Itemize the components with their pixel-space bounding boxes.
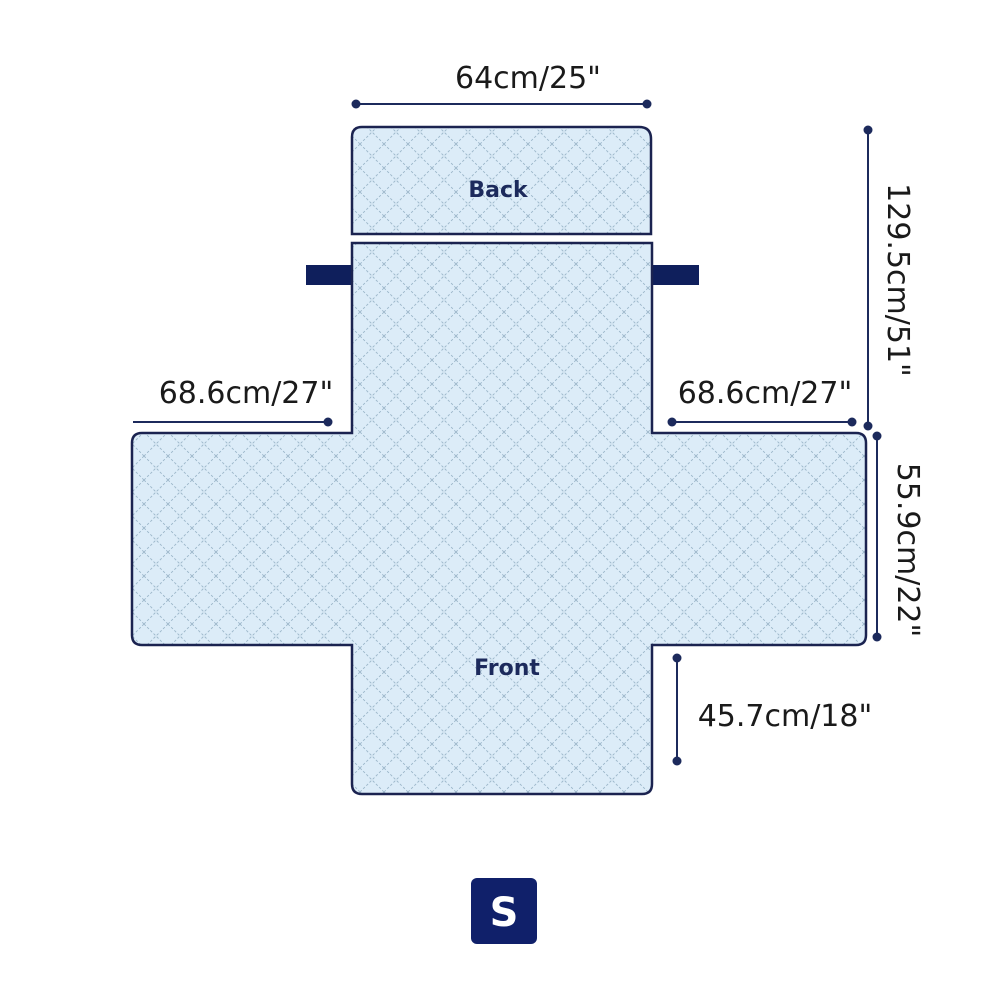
- right-arm-dimension: 68.6cm/27": [667, 376, 857, 427]
- front-drop-dimension: 45.7cm/18": [672, 653, 873, 766]
- total-height-label: 129.5cm/51": [880, 183, 915, 377]
- front-drop-label: 45.7cm/18": [698, 699, 873, 734]
- left-arm-label: 68.6cm/27": [159, 376, 334, 411]
- size-badge-label: S: [490, 890, 519, 936]
- front-label: Front: [474, 656, 540, 681]
- arm-depth-dimension: 55.9cm/22": [872, 431, 925, 642]
- left-strap: [306, 265, 354, 285]
- right-strap: [651, 265, 699, 285]
- right-arm-label: 68.6cm/27": [678, 376, 853, 411]
- arm-depth-label: 55.9cm/22": [890, 463, 925, 638]
- left-arm-dimension: 68.6cm/27": [133, 376, 333, 427]
- total-height-dimension: 129.5cm/51": [863, 125, 915, 431]
- top-width-dimension: 64cm/25": [351, 61, 652, 109]
- front-panel: [130, 241, 868, 796]
- back-panel: [350, 125, 653, 236]
- top-width-label: 64cm/25": [455, 61, 601, 96]
- back-label: Back: [468, 178, 529, 203]
- size-badge: S: [471, 878, 537, 944]
